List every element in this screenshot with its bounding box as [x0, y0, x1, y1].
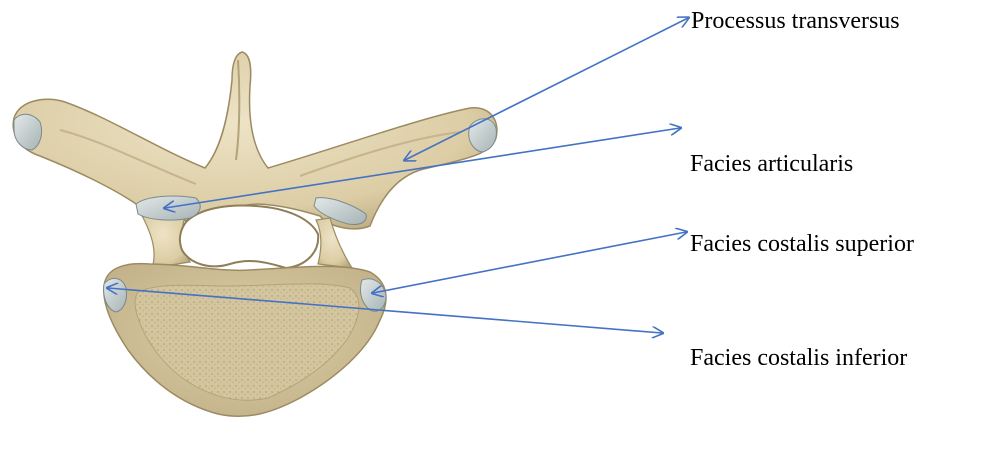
- transverse-costal-facet-right: [469, 119, 497, 152]
- vertebral-arch: [13, 52, 497, 229]
- vertebral-foramen: [180, 206, 318, 268]
- label-facies-costalis-superior: Facies costalis superior: [690, 232, 914, 256]
- label-facies-articularis: Facies articularis: [690, 152, 853, 176]
- label-processus-transversus: Processus transversus: [691, 9, 900, 33]
- arrow-processus-transversus: [405, 18, 688, 160]
- transverse-costal-facet-left: [14, 114, 42, 150]
- label-facies-costalis-inferior: Facies costalis inferior: [690, 346, 907, 370]
- arrow-facies-costalis-superior: [373, 232, 686, 293]
